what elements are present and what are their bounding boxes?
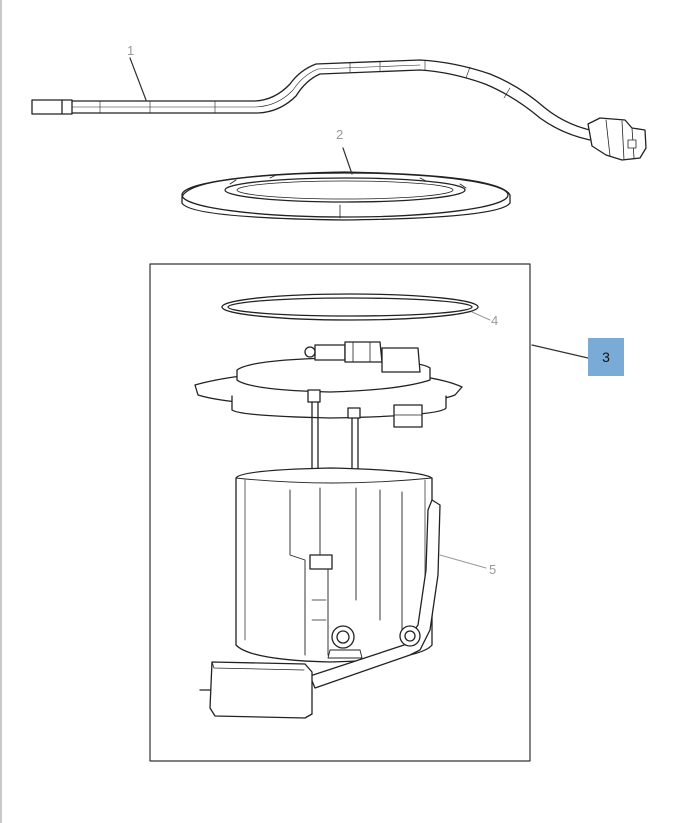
callout-3-highlight[interactable]: 3 — [588, 338, 624, 376]
callout-2[interactable]: 2 — [336, 127, 344, 142]
wiring-harness-part[interactable] — [31, 57, 647, 161]
lock-ring-part[interactable] — [181, 147, 511, 221]
fuel-pump-module-part[interactable] — [194, 341, 487, 719]
callout-4[interactable]: 4 — [491, 313, 499, 328]
callout-5[interactable]: 5 — [489, 562, 497, 577]
assembly-box — [149, 263, 531, 762]
callout-1[interactable]: 1 — [127, 43, 135, 58]
page-left-rule — [0, 0, 2, 823]
seal-ring-part[interactable] — [221, 293, 491, 321]
